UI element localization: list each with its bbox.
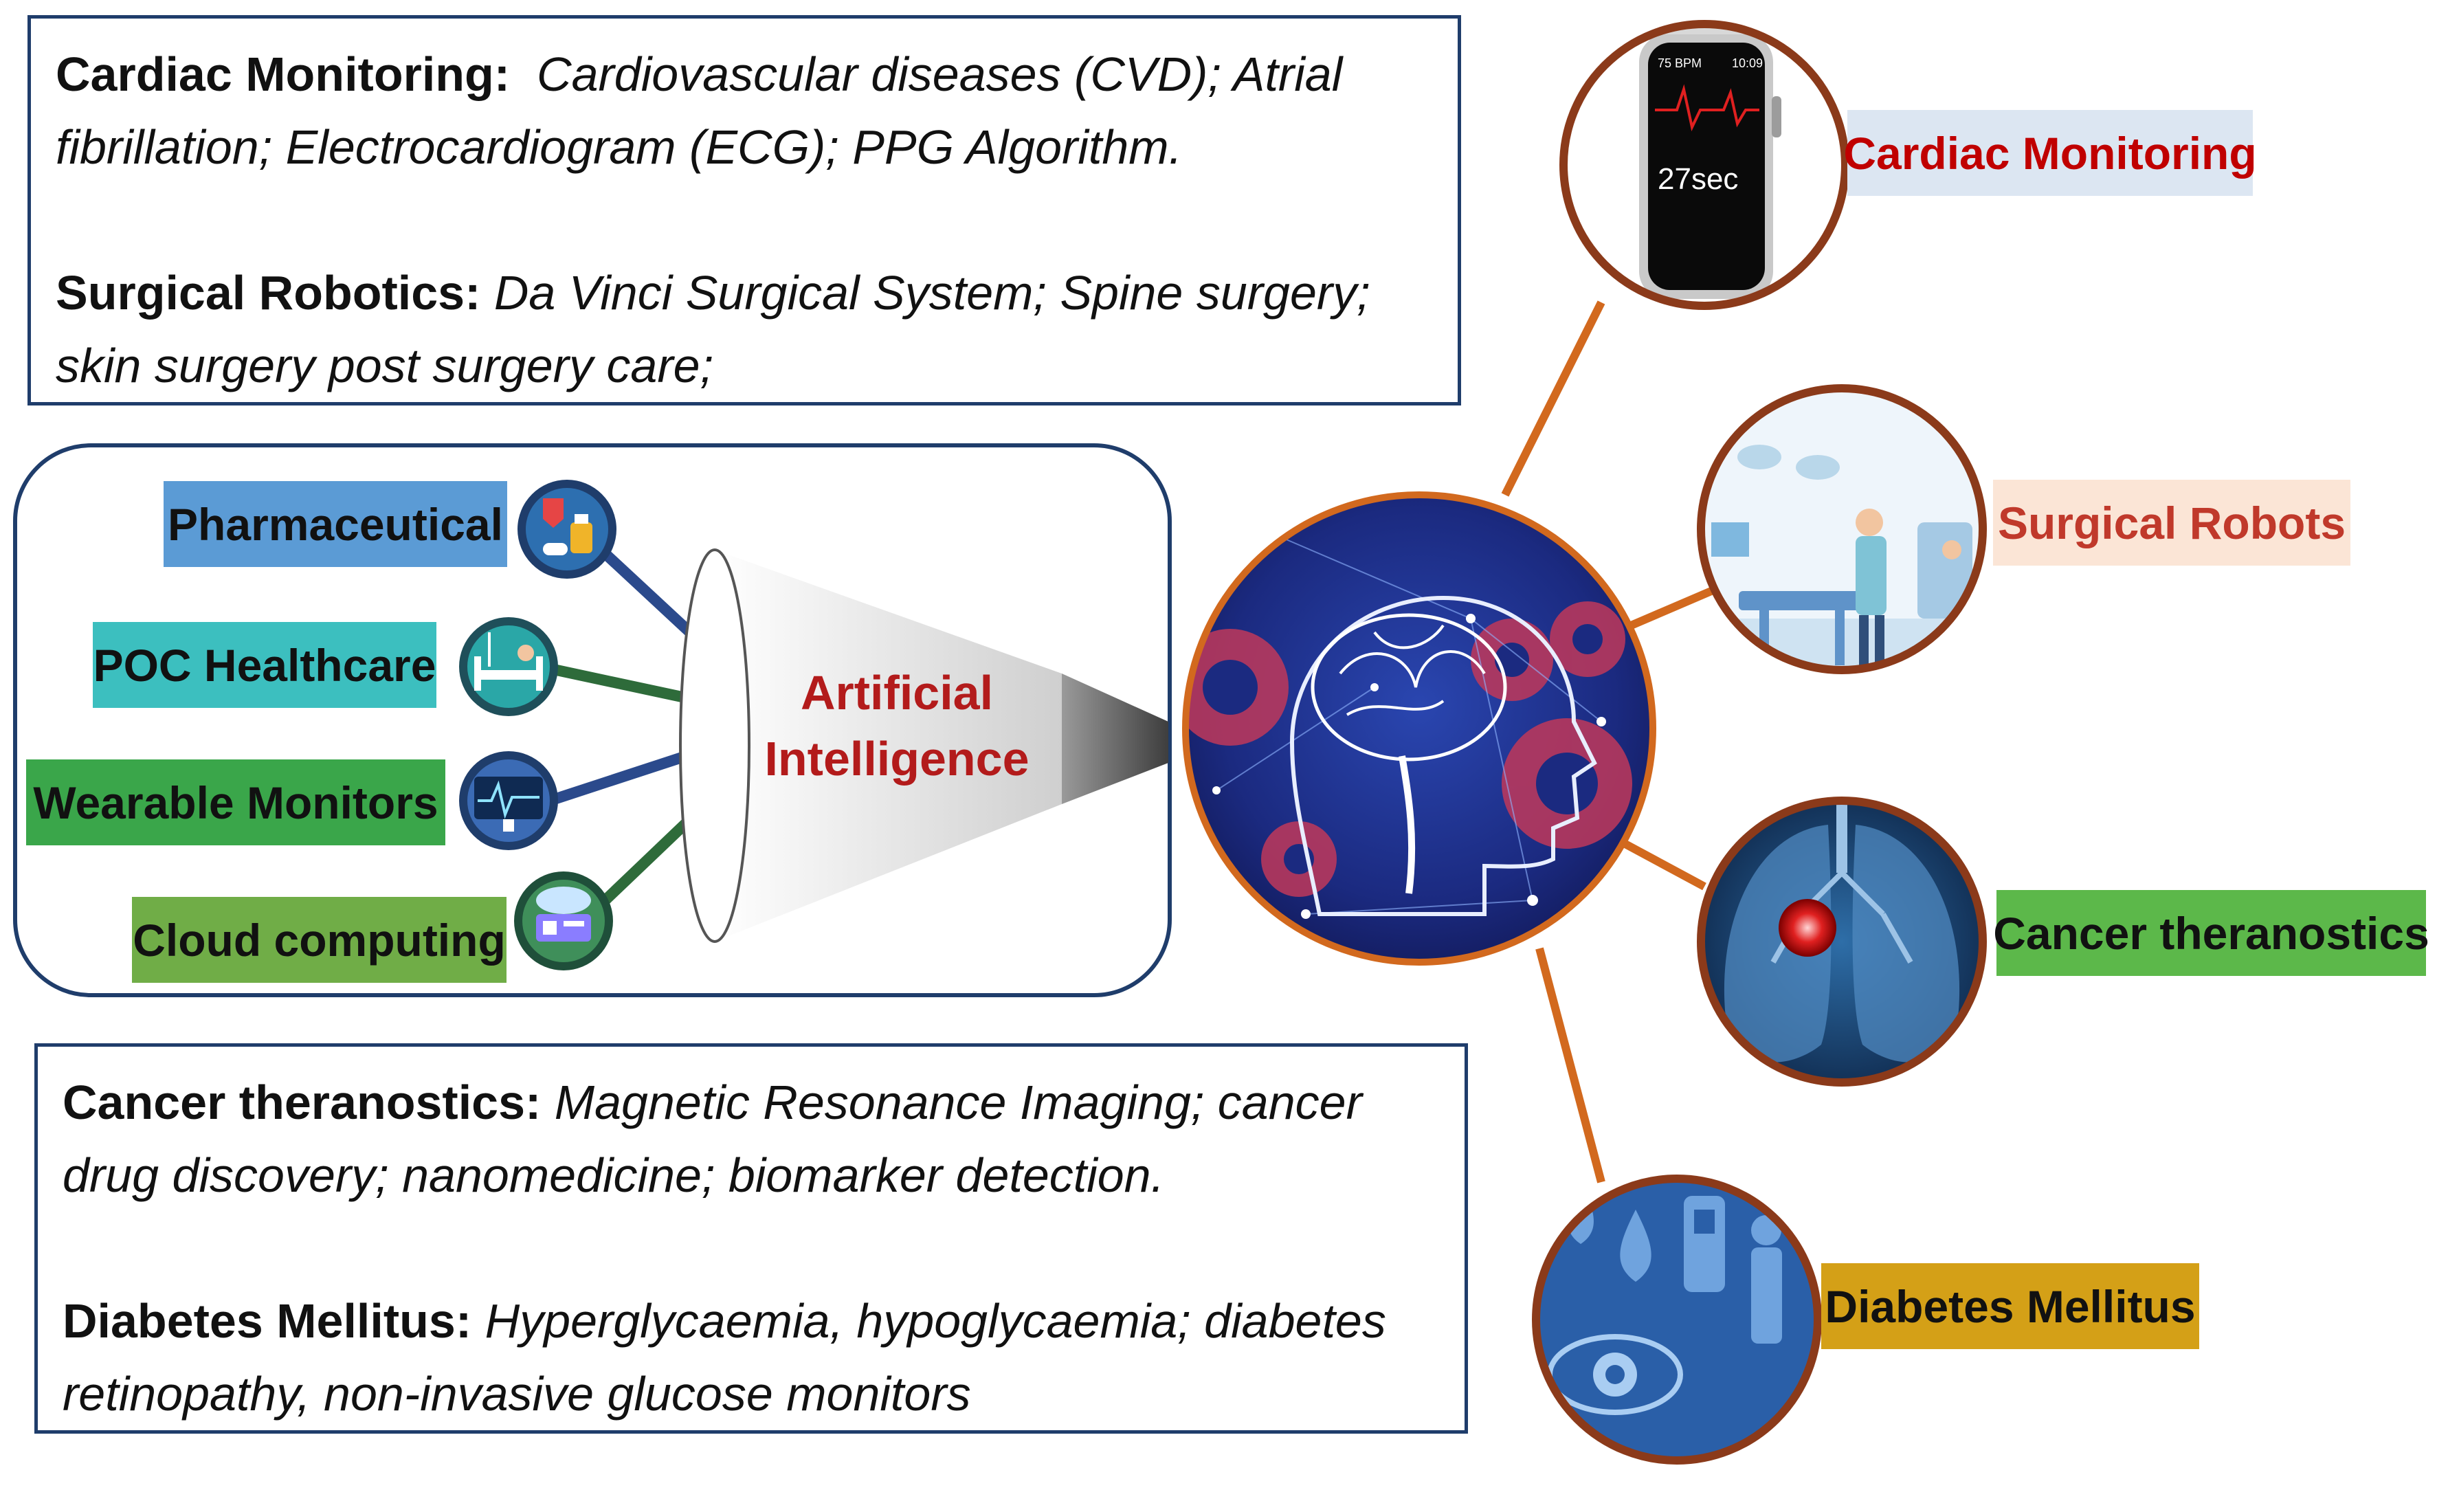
ai-label-line1: Artificial bbox=[800, 666, 994, 720]
svg-text:10:09: 10:09 bbox=[1732, 56, 1763, 70]
input-label-wearable-monitors: Wearable Monitors bbox=[26, 759, 445, 845]
svg-text:27sec: 27sec bbox=[1658, 162, 1738, 196]
ai-brain-image bbox=[1182, 491, 1656, 966]
cardiac-heading: Cardiac Monitoring: bbox=[56, 47, 511, 101]
ai-funnel-label: Artificial Intelligence bbox=[759, 660, 1034, 792]
operating-room-icon bbox=[1697, 384, 1987, 674]
ai-funnel bbox=[679, 548, 1168, 943]
output-label-diabetes-mellitus: Diabetes Mellitus bbox=[1821, 1263, 2199, 1349]
diabetes-heading: Diabetes Mellitus: bbox=[63, 1294, 472, 1348]
surgical-heading: Surgical Robotics: bbox=[56, 266, 481, 320]
input-label-pharmaceutical: Pharmaceutical bbox=[164, 481, 507, 567]
input-label-poc-healthcare: POC Healthcare bbox=[93, 622, 436, 708]
cancer-description: Magnetic Resonance Imaging; cancer drug … bbox=[63, 1076, 1362, 1202]
output-label-surgical-robots: Surgical Robots bbox=[1993, 480, 2350, 566]
cardiac-description: Cardiovascular diseases (CVD); Atrial fi… bbox=[56, 47, 1343, 174]
cloud-server-icon bbox=[514, 871, 613, 970]
cancer-heading: Cancer theranostics: bbox=[63, 1076, 542, 1129]
hospital-bed-icon bbox=[459, 617, 558, 716]
bottom-description-box: Cancer theranostics: Magnetic Resonance … bbox=[34, 1043, 1468, 1434]
smartwatch-ecg-icon: 75 BPM 10:09 27sec bbox=[1559, 20, 1849, 310]
top-description-box: Cardiac Monitoring: Cardiovascular disea… bbox=[27, 15, 1461, 405]
svg-text:75 BPM: 75 BPM bbox=[1658, 56, 1702, 70]
diabetes-description: Hyperglycaemia, hypoglycaemia; diabetes … bbox=[63, 1294, 1386, 1421]
eye-glucose-icon bbox=[1532, 1175, 1822, 1465]
output-label-cancer-theranostics: Cancer theranostics bbox=[1993, 890, 2429, 976]
ecg-monitor-icon bbox=[459, 751, 558, 850]
ai-label-line2: Intelligence bbox=[764, 732, 1030, 786]
surgical-description: Da Vinci Surgical System; Spine surgery;… bbox=[56, 266, 1370, 392]
medicine-icon bbox=[518, 480, 616, 579]
input-label-cloud-computing: Cloud computing bbox=[132, 897, 507, 983]
output-label-cardiac-monitoring: Cardiac Monitoring bbox=[1843, 110, 2257, 196]
lungs-tumor-icon bbox=[1697, 797, 1987, 1087]
